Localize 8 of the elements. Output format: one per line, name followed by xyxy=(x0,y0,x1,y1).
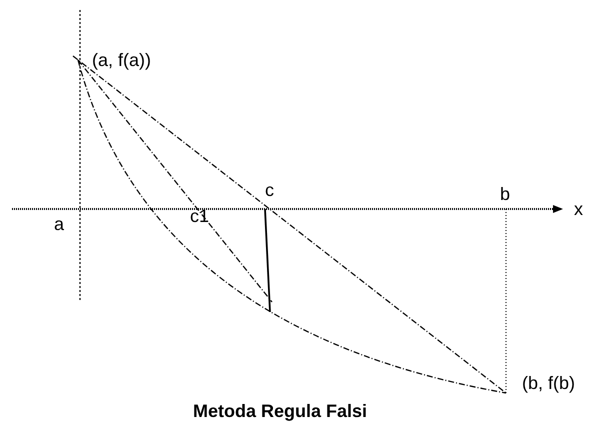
diagram-caption: Metoda Regula Falsi xyxy=(192,401,368,421)
point-label: a xyxy=(54,214,64,234)
point-label: c xyxy=(265,180,274,200)
point-label: c1 xyxy=(190,206,210,226)
point-label: b xyxy=(500,184,510,204)
point-label: (b, f(b) xyxy=(522,373,576,393)
point-label: (a, f(a)) xyxy=(92,50,152,70)
axis-label: x xyxy=(574,199,583,219)
